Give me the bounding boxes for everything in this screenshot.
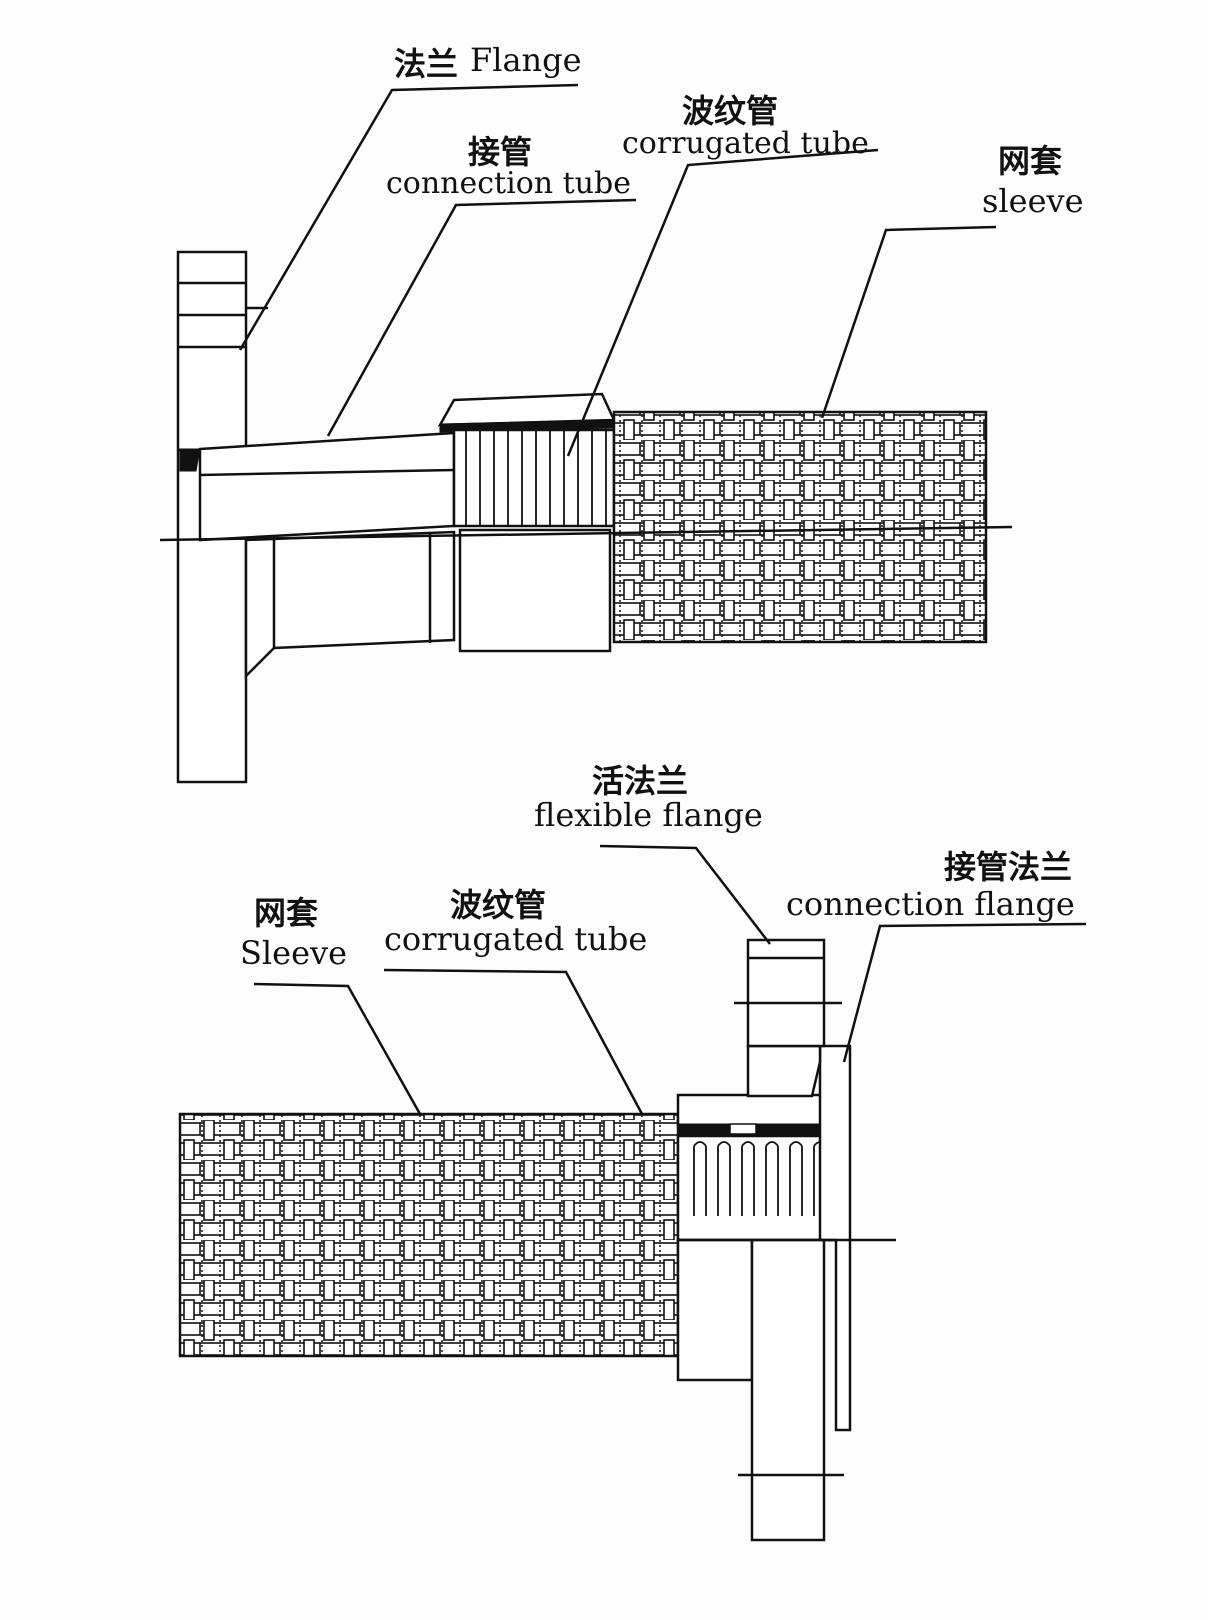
label-connection-flange-en: connection flange: [786, 885, 1075, 923]
label-corrugated-tube-top-en: corrugated tube: [622, 126, 869, 161]
top-sleeve-shape: [612, 410, 988, 644]
label-flexible-flange: 活法兰 flexible flange: [534, 762, 763, 834]
label-flange: 法兰 Flange: [394, 41, 582, 83]
label-connection-tube-cn: 接管: [468, 133, 532, 171]
label-corrugated-tube-bottom: 波纹管 corrugated tube: [384, 886, 647, 958]
top-diagram: 法兰 Flange 接管 connection tube 波纹管 corruga…: [159, 41, 1084, 784]
bottom-flexible-flange-shape: [734, 938, 844, 1542]
label-flexible-flange-en: flexible flange: [534, 796, 763, 834]
bottom-diagram: 活法兰 flexible flange 接管法兰 connection flan…: [178, 762, 1087, 1542]
bottom-connection-flange-shape: [746, 1044, 852, 1432]
label-connection-flange: 接管法兰 connection flange: [786, 848, 1075, 923]
top-leader-lines: [238, 83, 997, 457]
top-corrugated-tube-shape: [437, 392, 616, 653]
label-flexible-flange-cn: 活法兰: [592, 762, 688, 800]
label-connection-flange-cn: 接管法兰: [944, 848, 1072, 886]
label-corrugated-tube-bottom-cn: 波纹管: [450, 886, 546, 924]
label-sleeve-top-cn: 网套: [998, 142, 1062, 180]
label-sleeve-bottom-cn: 网套: [254, 894, 318, 932]
label-corrugated-tube-top-cn: 波纹管: [682, 92, 778, 130]
bottom-leader-lines: [253, 844, 1087, 1115]
label-flange-en: Flange: [470, 41, 582, 79]
label-flange-cn: 法兰: [394, 45, 458, 83]
label-connection-tube: 接管 connection tube: [386, 133, 631, 201]
label-sleeve-bottom-en: Sleeve: [240, 934, 347, 972]
label-sleeve-bottom: 网套 Sleeve: [240, 894, 347, 972]
label-corrugated-tube-top: 波纹管 corrugated tube: [622, 92, 869, 161]
label-sleeve-top: 网套 sleeve: [982, 142, 1084, 220]
label-connection-tube-en: connection tube: [386, 166, 631, 201]
label-sleeve-top-en: sleeve: [982, 182, 1084, 220]
label-corrugated-tube-bottom-en: corrugated tube: [384, 920, 647, 958]
top-connection-tube-shape: [198, 431, 456, 680]
top-center-axis: [159, 525, 1013, 542]
bottom-sleeve-shape: [178, 1112, 680, 1358]
